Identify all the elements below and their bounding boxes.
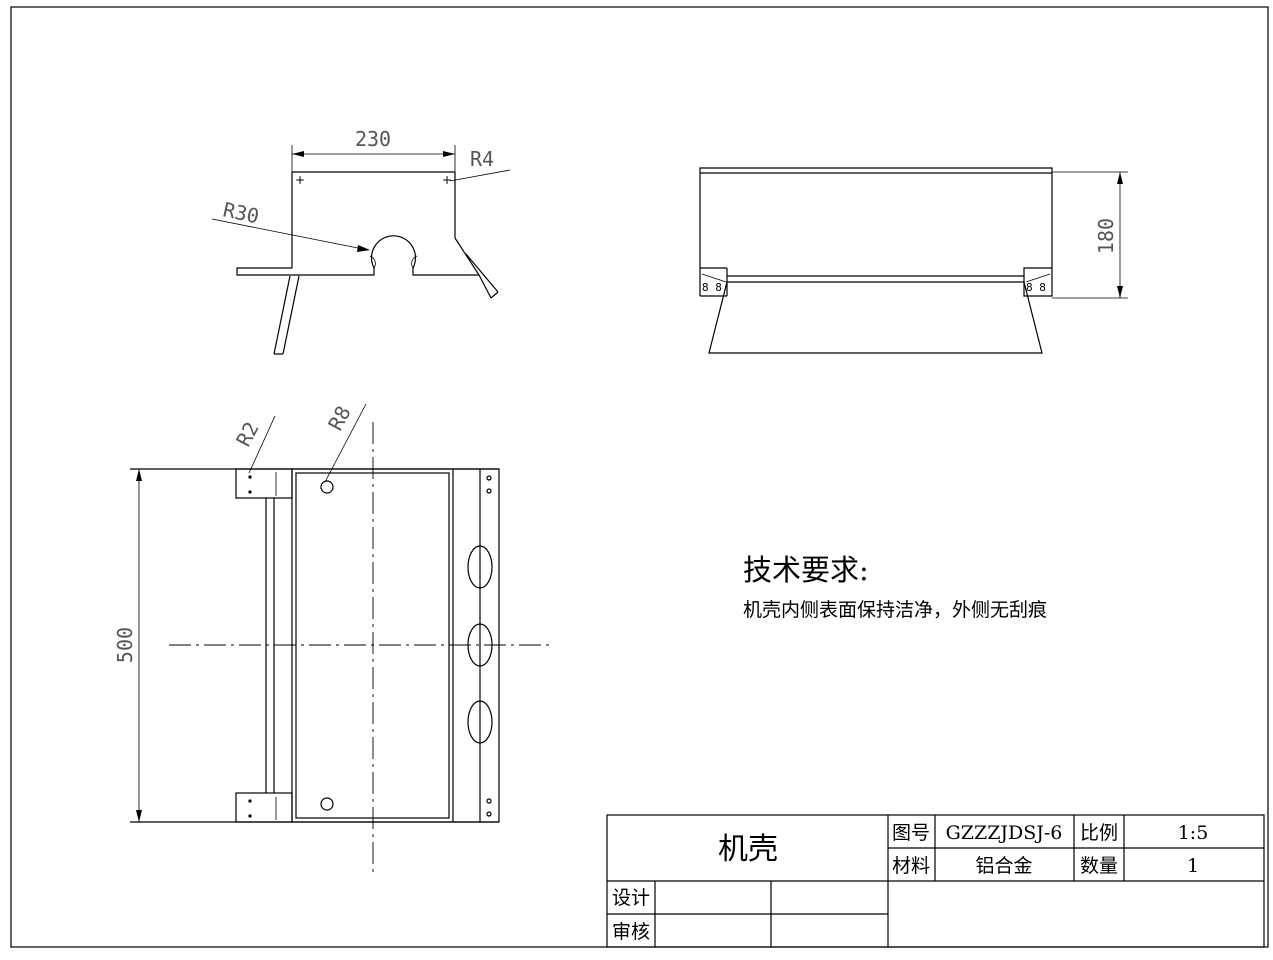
drawing-no: GZZZJDSJ-6 — [946, 822, 1063, 844]
top-view: 230 R4 R30 + + — [211, 127, 511, 355]
design-label: 设计 — [612, 887, 650, 909]
requirements-heading: 技术要求: — [743, 553, 869, 587]
svg-text:8 8: 8 8 — [702, 281, 722, 294]
material-label: 材料 — [892, 855, 930, 877]
dim-top-width: 230 — [355, 127, 391, 151]
dim-arch-radius: R30 — [221, 197, 261, 228]
quantity-value: 1 — [1187, 855, 1199, 877]
dim-side-height: 180 — [1094, 218, 1118, 254]
side-view: 8 8 8 8 180 — [699, 167, 1128, 354]
dim-front-height: 500 — [113, 627, 137, 663]
title-block: 机壳 图号 GZZZJDSJ-6 比例 1:5 材料 铝合金 数量 1 设计 审… — [606, 814, 1265, 948]
part-name: 机壳 — [718, 832, 778, 867]
material-value: 铝合金 — [975, 855, 1032, 877]
quantity-label: 数量 — [1080, 855, 1118, 877]
dim-hole-radius: R8 — [323, 402, 356, 435]
drawing-no-label: 图号 — [892, 822, 930, 844]
dim-corner-radius: R4 — [470, 147, 494, 171]
drawing-border — [10, 6, 1269, 948]
svg-text:+: + — [442, 173, 452, 187]
review-label: 审核 — [612, 921, 650, 943]
scale-label: 比例 — [1080, 822, 1118, 844]
dim-small-radius: R2 — [231, 418, 264, 451]
scale-value: 1:5 — [1178, 822, 1209, 844]
svg-text:8 8: 8 8 — [1026, 281, 1046, 294]
requirements-text: 机壳内侧表面保持洁净，外侧无刮痕 — [743, 599, 1047, 621]
front-view: R2 R8 500 — [113, 402, 551, 876]
svg-text:+: + — [295, 173, 305, 187]
